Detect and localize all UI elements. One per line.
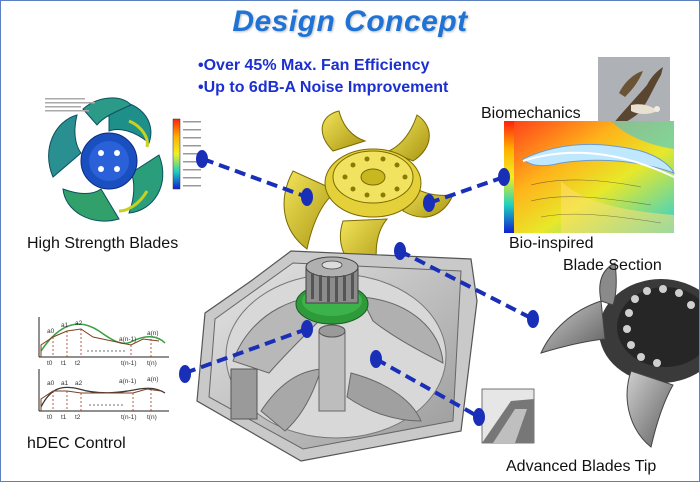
top-point-tn1: t(n-1) (121, 360, 137, 367)
stress-legend-ticks (183, 121, 201, 187)
label-high-strength-blades: High Strength Blades (27, 235, 179, 252)
top-series-a1: a1 (61, 322, 69, 329)
top-series-an1: a(n-1) (119, 336, 136, 343)
top-point-t0: t0 (47, 360, 53, 367)
connector-lines (184, 157, 534, 419)
label-bio-inspired: Bio-inspired (509, 235, 594, 252)
top-series-a0: a0 (47, 328, 55, 335)
connector-endpoints (179, 150, 539, 426)
top-series-a2: a2 (75, 320, 83, 327)
bottom-point-t0: t0 (47, 414, 53, 421)
bottom-series-a2: a2 (75, 380, 83, 387)
label-blade-section: Blade Section (563, 257, 662, 274)
label-advanced-blades-tip: Advanced Blades Tip (506, 458, 657, 475)
hdec-chart-top: a0 a1 a2 a(n-1) a(n) t0 t1 t2 t(n-1) t(n… (38, 317, 169, 367)
top-point-t2: t2 (75, 360, 81, 367)
bottom-point-t2: t2 (75, 414, 81, 421)
slide-title: Design Concept (232, 5, 468, 38)
label-biomechanics: Biomechanics (481, 105, 581, 122)
stress-plot-image (41, 95, 211, 225)
blade-tip-inset (481, 388, 535, 444)
advanced-blade-model (540, 262, 699, 448)
hdec-chart-bottom: a0 a1 a2 a(n-1) a(n) t0 t1 t2 t(n-1) t(n… (38, 369, 169, 421)
cfd-streamlines (530, 179, 662, 224)
bottom-series-an: a(n) (147, 376, 159, 383)
top-series-an: a(n) (147, 330, 159, 337)
top-point-tn: t(n) (147, 360, 157, 367)
top-point-t1: t1 (61, 360, 67, 367)
connector-high-strength (202, 157, 308, 199)
bottom-series-an1: a(n-1) (119, 378, 136, 385)
connector-bio-section (428, 175, 505, 205)
connector-blade-edge (399, 249, 534, 321)
bullet-list: •Over 45% Max. Fan Efficiency •Up to 6dB… (198, 55, 448, 99)
connector-blade-tip (375, 357, 480, 419)
label-hdec-control: hDEC Control (27, 435, 126, 452)
bottom-series-a0: a0 (47, 380, 55, 387)
connector-hdec (184, 327, 308, 375)
bottom-series-a1: a1 (61, 380, 69, 387)
cfd-plot-image (504, 121, 676, 233)
bottom-point-t1: t1 (61, 414, 67, 421)
bottom-point-tn: t(n) (147, 414, 157, 421)
bottom-point-tn1: t(n-1) (121, 414, 137, 421)
impeller-model (283, 110, 454, 276)
bullet-efficiency: •Over 45% Max. Fan Efficiency (198, 57, 430, 74)
bullet-noise: •Up to 6dB-A Noise Improvement (198, 79, 449, 96)
fan-assembly-model (196, 250, 478, 462)
